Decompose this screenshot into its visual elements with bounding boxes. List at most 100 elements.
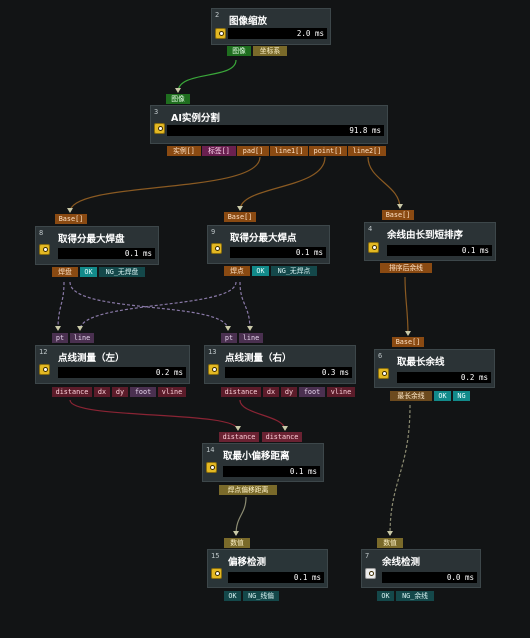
node-sort-lines-long-to-short[interactable]: 4 余线由长到短排序 0.1 ms [364, 222, 496, 261]
node-id: 6 [378, 352, 383, 360]
run-icon[interactable] [208, 364, 219, 375]
output-port-vline[interactable]: vline [327, 387, 355, 397]
output-port-point[interactable]: point[] [309, 146, 347, 156]
node-title: 点线测量（右） [225, 353, 292, 364]
node-excess-line-check[interactable]: 7 余线检测 0.0 ms [361, 549, 481, 588]
wire-9-13-line [239, 281, 251, 331]
run-icon[interactable] [211, 243, 222, 254]
output-port-ng-no-pad[interactable]: NG_无焊盘 [99, 267, 145, 277]
node-id: 3 [154, 108, 159, 116]
time-display: 0.1 ms [58, 248, 155, 259]
node-title: 偏移检测 [228, 557, 267, 568]
input-port-base[interactable]: Base[] [382, 210, 414, 220]
time-display: 0.0 ms [382, 572, 477, 583]
output-port-ok[interactable]: OK [434, 391, 451, 401]
input-port-base[interactable]: Base[] [55, 214, 87, 224]
node-get-min-offset-distance[interactable]: 14 取最小偏移距离 0.1 ms [202, 443, 324, 482]
wire-3-4 [367, 156, 401, 209]
run-icon[interactable] [154, 123, 165, 134]
time-display: 91.8 ms [167, 125, 384, 136]
output-port-distance[interactable]: distance [221, 387, 261, 397]
output-port-ok[interactable]: OK [377, 591, 394, 601]
wire-2-3 [177, 59, 237, 93]
input-port-line[interactable]: line [70, 333, 94, 343]
output-port-ok[interactable]: OK [80, 267, 97, 277]
run-icon[interactable] [378, 368, 389, 379]
output-port-longest-line[interactable]: 最长余线 [390, 391, 432, 401]
run-icon[interactable] [39, 244, 50, 255]
output-port-ok[interactable]: OK [252, 266, 269, 276]
input-port-pt[interactable]: pt [221, 333, 237, 343]
output-port-sorted-lines[interactable]: 排序后余线 [380, 263, 432, 273]
run-icon[interactable] [206, 462, 217, 473]
node-get-max-score-joint[interactable]: 9 取得分最大焊点 0.1 ms [207, 225, 330, 264]
node-title: 取得分最大焊点 [230, 233, 297, 244]
node-image-resize[interactable]: 2 图像缩放 2.0 ms [211, 8, 331, 45]
output-port-dy[interactable]: dy [281, 387, 297, 397]
run-icon[interactable] [211, 568, 222, 579]
input-port-value[interactable]: 数值 [377, 538, 403, 548]
node-offset-check[interactable]: 15 偏移检测 0.1 ms [207, 549, 328, 588]
time-display: 0.1 ms [387, 245, 492, 256]
node-title: 取得分最大焊盘 [58, 234, 125, 245]
node-id: 9 [211, 228, 216, 236]
input-port-base[interactable]: Base[] [224, 212, 256, 222]
output-port-joint[interactable]: 焊点 [224, 266, 250, 276]
input-port-value[interactable]: 数值 [224, 538, 250, 548]
output-port-foot[interactable]: foot [130, 387, 156, 397]
output-port-line1[interactable]: line1[] [270, 146, 308, 156]
wire-14-15 [235, 496, 247, 536]
node-title: 图像缩放 [229, 16, 268, 27]
node-get-longest-line[interactable]: 6 取最长余线 0.2 ms [374, 349, 495, 388]
output-port-line2[interactable]: line2[] [348, 146, 386, 156]
node-id: 8 [39, 229, 44, 237]
output-port-labels[interactable]: 标签[] [202, 146, 236, 156]
node-point-line-measure-right[interactable]: 13 点线测量（右） 0.3 ms [204, 345, 356, 384]
output-port-image[interactable]: 图像 [227, 46, 251, 56]
input-port-pt[interactable]: pt [52, 333, 68, 343]
node-point-line-measure-left[interactable]: 12 点线测量（左） 0.2 ms [35, 345, 190, 384]
output-port-vline[interactable]: vline [158, 387, 186, 397]
time-display: 0.2 ms [58, 367, 186, 378]
time-display: 0.1 ms [223, 466, 320, 477]
node-get-max-score-pad[interactable]: 8 取得分最大焊盘 0.1 ms [35, 226, 159, 265]
wire-9-12-line [79, 281, 237, 331]
output-port-pad[interactable]: pad[] [237, 146, 269, 156]
output-port-dy[interactable]: dy [112, 387, 128, 397]
node-id: 2 [215, 11, 220, 19]
node-title: 点线测量（左） [58, 353, 125, 364]
output-port-pad[interactable]: 焊盘 [52, 267, 78, 277]
input-port-distance-1[interactable]: distance [219, 432, 259, 442]
output-port-ok[interactable]: OK [224, 591, 241, 601]
output-port-joint-offset-distance[interactable]: 焊点偏移距离 [219, 485, 277, 495]
run-icon[interactable] [215, 28, 226, 39]
wire-6-7 [389, 404, 411, 536]
output-port-ng[interactable]: NG [453, 391, 470, 401]
input-port-distance-2[interactable]: distance [262, 432, 302, 442]
output-port-foot[interactable]: foot [299, 387, 325, 397]
input-port-image[interactable]: 图像 [166, 94, 190, 104]
output-port-distance[interactable]: distance [52, 387, 92, 397]
node-title: 取最小偏移距离 [223, 451, 290, 462]
wire-13-14 [239, 399, 286, 431]
node-id: 15 [211, 552, 220, 560]
output-port-dx[interactable]: dx [263, 387, 279, 397]
run-icon[interactable] [368, 242, 379, 253]
node-ai-instance-segmentation[interactable]: 3 AI实例分割 91.8 ms [150, 105, 388, 144]
output-port-ng-excess-line[interactable]: NG_余线 [396, 591, 434, 601]
output-port-ng-line-offset[interactable]: NG_线偏 [243, 591, 279, 601]
run-icon[interactable] [39, 364, 50, 375]
wire-4-6 [404, 276, 409, 336]
node-id: 14 [206, 446, 215, 454]
output-port-coordinate-system[interactable]: 坐标系 [253, 46, 287, 56]
output-port-instances[interactable]: 实例[] [167, 146, 201, 156]
node-title: 余线检测 [382, 557, 421, 568]
input-port-line[interactable]: line [239, 333, 263, 343]
output-port-dx[interactable]: dx [94, 387, 110, 397]
time-display: 0.2 ms [397, 372, 491, 383]
input-port-base[interactable]: Base[] [392, 337, 424, 347]
node-title: 取最长余线 [397, 357, 445, 368]
output-port-ng-no-joint[interactable]: NG_无焊点 [271, 266, 317, 276]
run-icon[interactable] [365, 568, 376, 579]
